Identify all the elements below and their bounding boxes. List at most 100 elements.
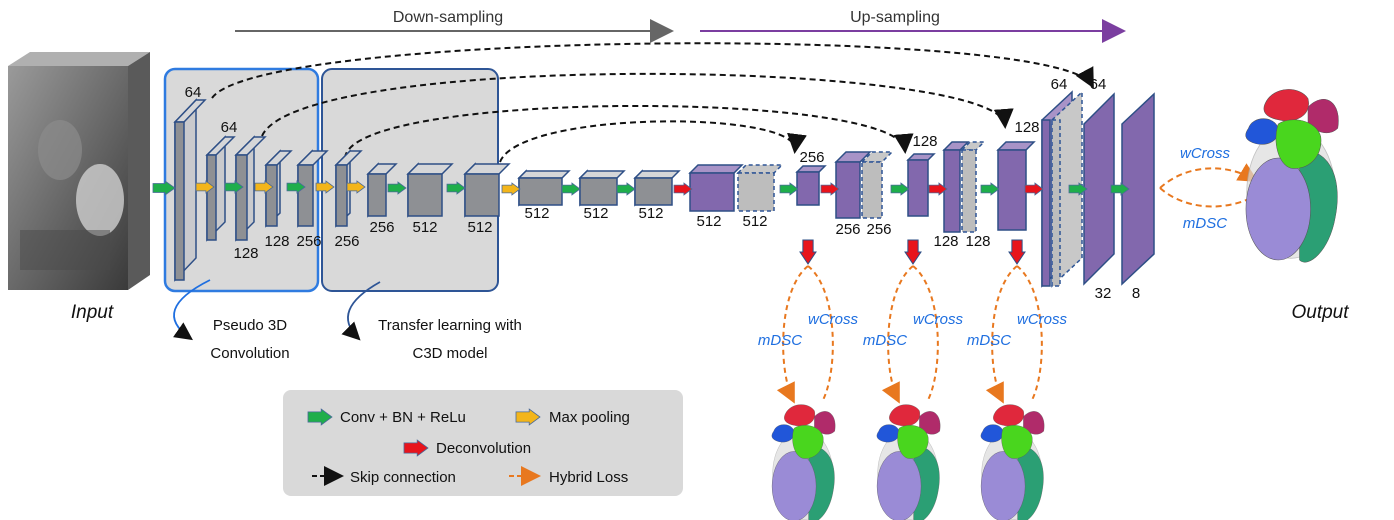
decoder-blocks (688, 90, 1155, 288)
encoder-blocks (173, 98, 681, 282)
conv-arrow-icon (1110, 182, 1130, 196)
hybrid-loss-path (912, 265, 939, 401)
decoder-block (1083, 92, 1115, 286)
encoder-block (205, 135, 236, 242)
deconv-arrow-icon (1008, 239, 1026, 265)
legend-pool-label: Max pooling (549, 409, 630, 426)
encoder-block (264, 149, 293, 228)
transfer-label-2: C3D model (412, 345, 487, 362)
hybrid-loss-path (985, 265, 1018, 404)
channel-label: 64 (221, 119, 238, 136)
deconv-arrow-icon (403, 439, 429, 457)
skip-connections (211, 42, 1094, 163)
output-loss (1159, 163, 1259, 208)
legend-skip-label: Skip connection (350, 469, 456, 486)
conv-arrow-icon (152, 180, 176, 196)
legend-hybrid-label: Hybrid Loss (549, 469, 628, 486)
channel-label: 256 (334, 233, 359, 250)
conv-arrow-icon (561, 182, 581, 196)
channel-label: 128 (933, 233, 958, 250)
up-sampling-label: Up-sampling (850, 9, 940, 26)
decoder-block (688, 164, 744, 212)
encoder-block (366, 162, 398, 218)
channel-label: 512 (638, 205, 663, 222)
channel-label: 128 (233, 245, 258, 262)
deconv-arrow-icon (928, 182, 948, 196)
encoder-labels: 64 64 128 128 256 256 256 512 512 512 51… (185, 84, 664, 262)
decoder-block (834, 151, 872, 219)
conv-arrow-icon (446, 181, 466, 195)
wcross-label: wCross (1180, 145, 1231, 162)
hybrid-loss-path (1159, 187, 1256, 208)
mdsc-label: mDSC (1183, 215, 1227, 232)
channel-label: 128 (264, 233, 289, 250)
conv-arrow-icon (980, 182, 1000, 196)
conv-arrow-icon (307, 408, 333, 426)
down-sampling-header: Down-sampling (235, 9, 674, 43)
pool-arrow-icon (346, 180, 366, 194)
channel-label: 512 (742, 213, 767, 230)
pseudo-3d-pointer (173, 279, 211, 341)
conv-arrow-icon (779, 182, 799, 196)
pseudo-3d-label-1: Pseudo 3D (213, 317, 287, 334)
conv-arrow-icon (1068, 182, 1088, 196)
conv-arrow-icon (616, 182, 636, 196)
wcross-label: wCross (808, 311, 859, 328)
conv-arrow-icon (890, 182, 910, 196)
deconv-arrow-icon (673, 182, 693, 196)
mri-volume-icon (8, 52, 150, 290)
hybrid-loss-path (1159, 163, 1259, 189)
channel-label: 64 (1051, 76, 1068, 93)
channel-label: 256 (369, 219, 394, 236)
hybrid-loss-path (1016, 265, 1043, 401)
up-sampling-header: Up-sampling (700, 9, 1126, 43)
channel-label: 32 (1095, 285, 1112, 302)
legend-conv-label: Conv + BN + ReLu (340, 409, 466, 426)
output-label: Output (1291, 302, 1349, 323)
transfer-pointer (341, 281, 381, 341)
deconv-arrow-icon (904, 239, 922, 265)
input-label: Input (71, 302, 114, 323)
decoder-block (942, 141, 970, 233)
channel-label: 512 (696, 213, 721, 230)
encoder-block (463, 162, 511, 218)
heart-segmentation-icon (980, 404, 1045, 520)
skip-connection (344, 104, 914, 159)
channel-label: 256 (835, 221, 860, 238)
decoder-block (1121, 92, 1155, 286)
decoder-block (996, 141, 1036, 231)
encoder-block (406, 162, 454, 218)
concat-block (1051, 90, 1083, 288)
channel-label: 64 (185, 84, 202, 101)
wcross-label: wCross (1017, 311, 1068, 328)
channel-label: 8 (1132, 285, 1140, 302)
encoder-block (296, 149, 329, 228)
legend-deconv-label: Deconvolution (436, 440, 531, 457)
encoder-block (234, 135, 267, 242)
decoder-labels: 512 512 256 256 256 128 128 128 128 64 6… (696, 76, 1140, 302)
heart-segmentation-icon (1245, 89, 1339, 263)
pool-arrow-icon (501, 182, 521, 196)
conv-arrow-icon (286, 180, 306, 194)
encoder-block (633, 169, 681, 207)
down-sampling-label: Down-sampling (393, 9, 503, 26)
hybrid-loss-path (807, 265, 834, 401)
conv-arrow-icon (224, 180, 244, 194)
pool-arrow-icon (315, 180, 335, 194)
channel-label: 512 (524, 205, 549, 222)
pseudo-3d-label-2: Convolution (210, 345, 289, 362)
flow-arrows (152, 180, 1130, 196)
hybrid-loss-path (881, 265, 914, 404)
channel-label: 128 (912, 133, 937, 150)
legend-box (283, 390, 683, 496)
pool-arrow-icon (515, 408, 541, 426)
encoder-block (173, 98, 207, 282)
wcross-label: wCross (913, 311, 964, 328)
encoder-block (578, 169, 626, 207)
channel-label: 256 (799, 149, 824, 166)
encoder-block (517, 169, 571, 207)
